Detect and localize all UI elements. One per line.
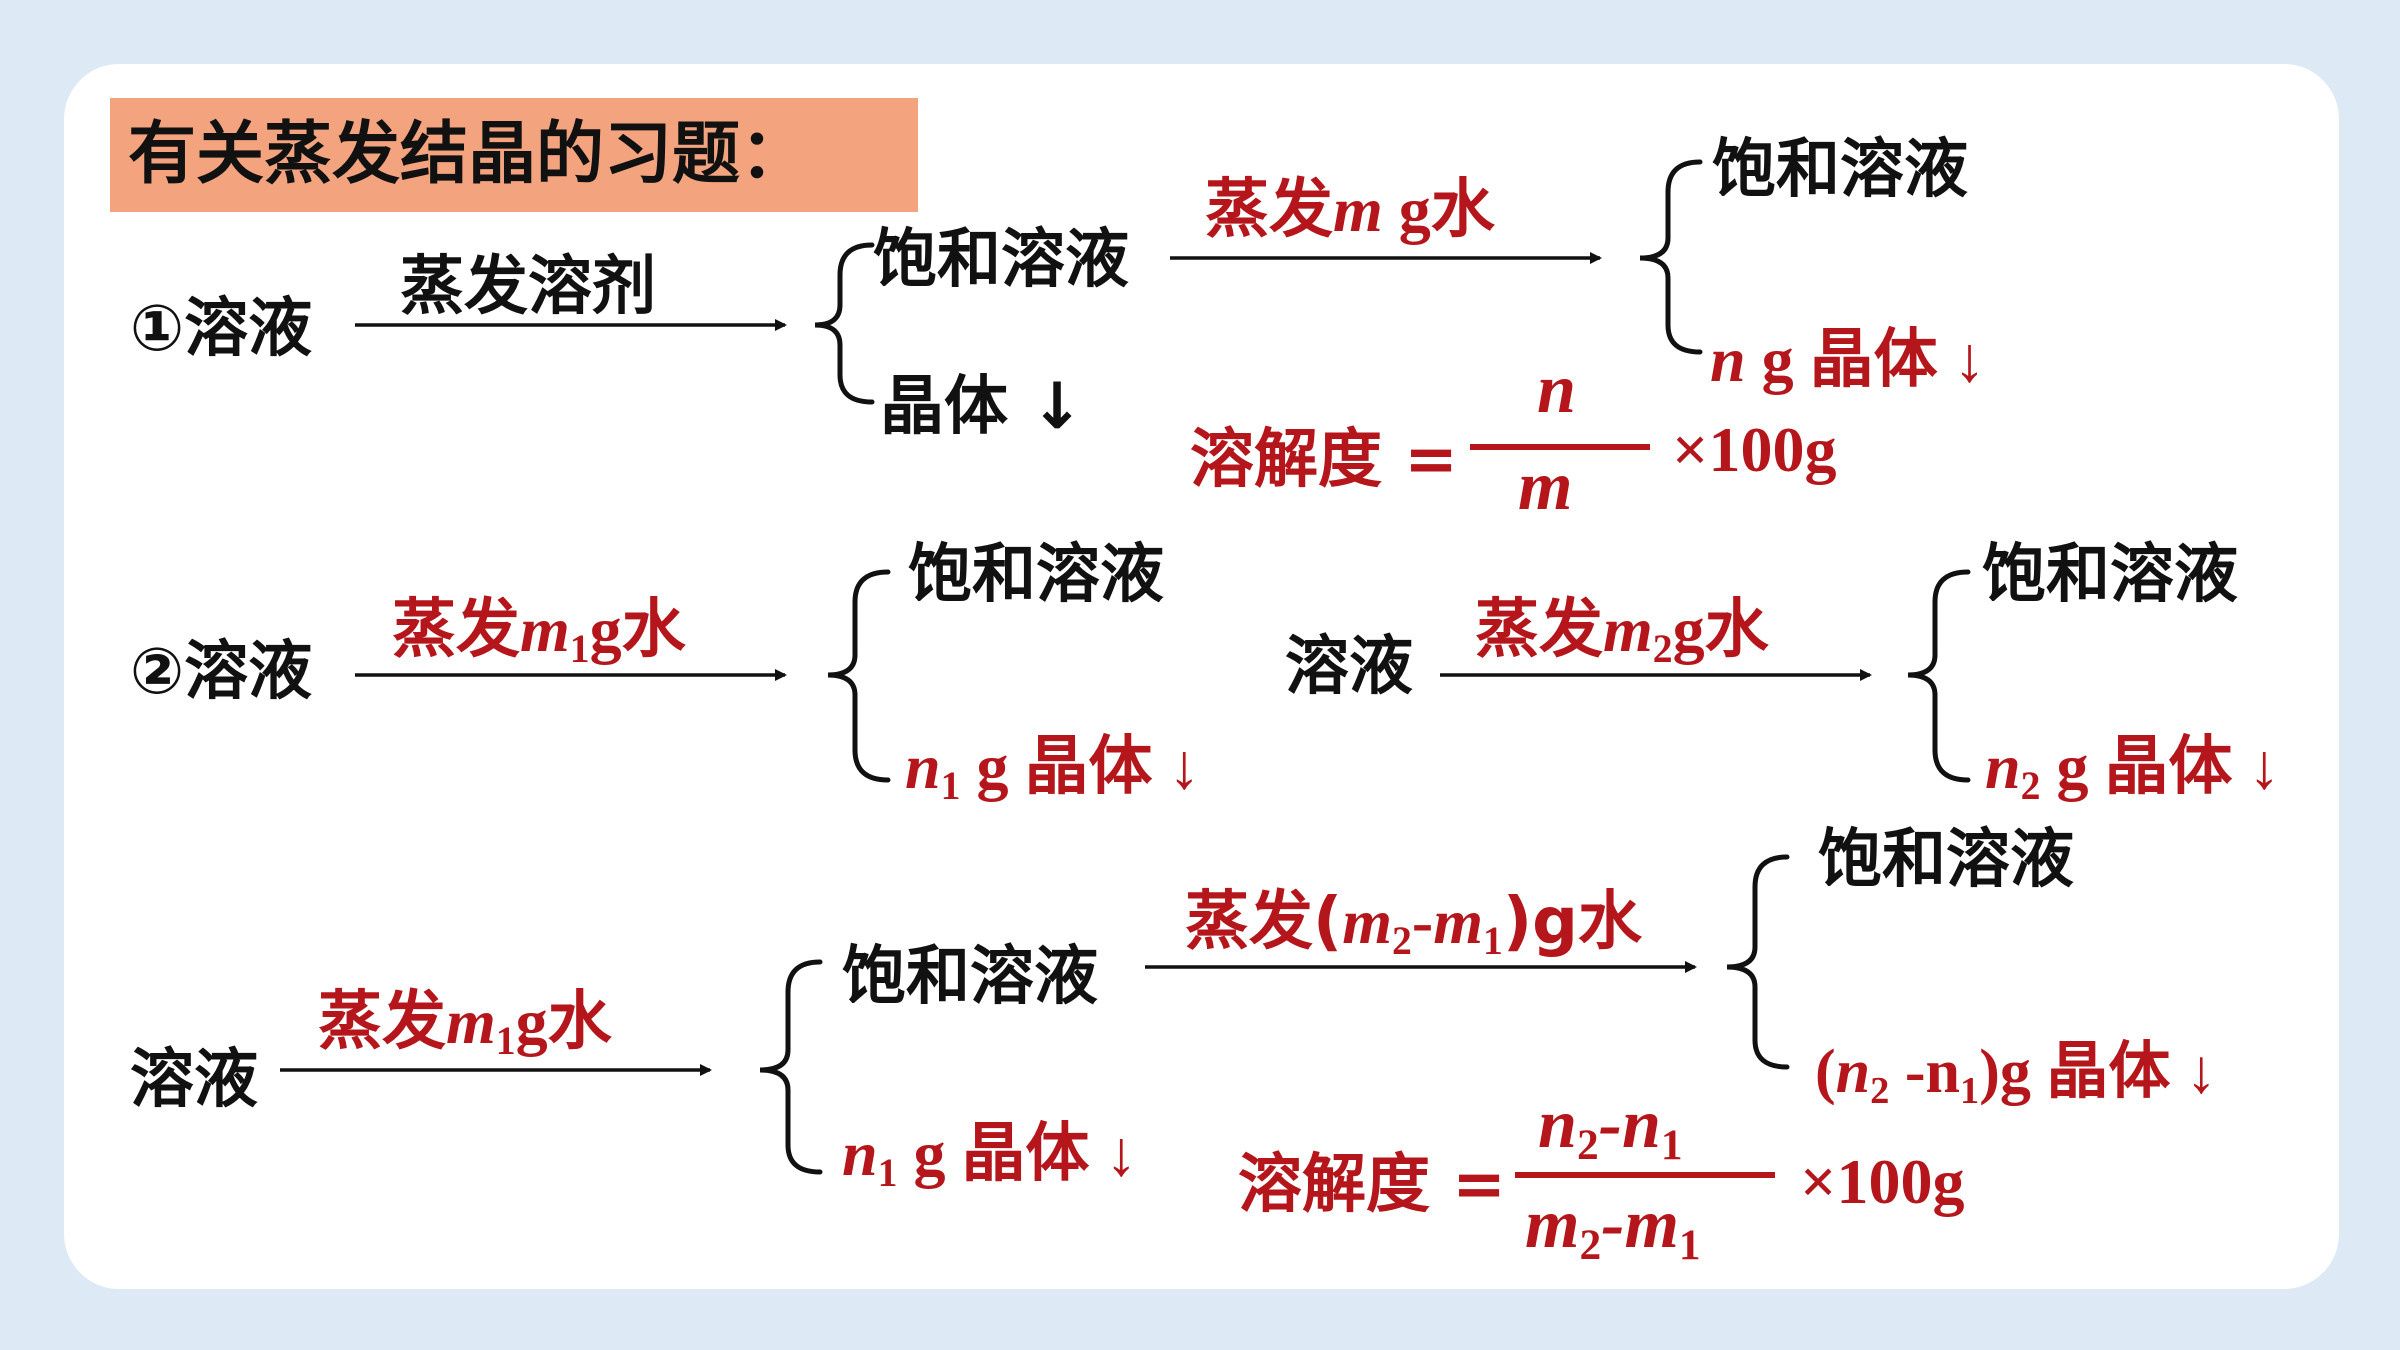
brace-s1-2 — [1639, 159, 1703, 355]
s3-branch2-top: 饱和溶液 — [1818, 823, 2074, 897]
s1-label: ①溶液 — [130, 292, 313, 366]
s1-arrow2-label: 蒸发m g水 — [1205, 173, 1495, 247]
page-title: 有关蒸发结晶的习题： — [128, 115, 809, 194]
s3-arrow2-label: 蒸发(m2-m1)g水 — [1185, 885, 1642, 964]
s2-arrow2-label: 蒸发m2g水 — [1475, 593, 1769, 672]
s2-arrow1-label: 蒸发m1g水 — [392, 593, 686, 672]
s3-branch2-bottom: (n2 -n1)g 晶体 ↓ — [1815, 1038, 2217, 1112]
s1-branch2-bottom: n g 晶体 ↓ — [1710, 324, 1986, 395]
s3-branch1-top: 饱和溶液 — [842, 940, 1098, 1014]
s2-branch2-top: 饱和溶液 — [1982, 538, 2238, 612]
s3-branch1-bottom: n1 g 晶体 ↓ — [842, 1118, 1138, 1196]
s1-formula-label: 溶解度 = — [1190, 423, 1458, 497]
s2-branch1-bottom: n1 g 晶体 ↓ — [905, 731, 1201, 809]
s3-arrow1-label: 蒸发m1g水 — [318, 985, 612, 1064]
s1-branch1-top: 饱和溶液 — [873, 223, 1129, 297]
s2-branch2-bottom: n2 g 晶体 ↓ — [1985, 731, 2281, 809]
s3-formula-numerator: n2-n1 — [1538, 1086, 1683, 1170]
s1-formula-denominator: m — [1518, 448, 1573, 525]
title-highlight — [110, 98, 918, 212]
s3-label: 溶液 — [130, 1043, 258, 1117]
s1-arrow1-label: 蒸发溶剂 — [400, 250, 656, 324]
s1-formula-numerator: n — [1537, 351, 1576, 428]
s2-label: ②溶液 — [130, 635, 313, 709]
s1-branch2-top: 饱和溶液 — [1712, 133, 1968, 207]
s3-formula-label: 溶解度 = — [1238, 1148, 1506, 1222]
s3-formula-multiplier: ×100g — [1800, 1146, 1965, 1217]
s1-branch1-bottom: 晶体 ↓ — [880, 370, 1084, 444]
s1-formula-multiplier: ×100g — [1672, 414, 1837, 485]
brace-s2-1 — [827, 569, 891, 783]
brace-s1-1 — [814, 242, 875, 405]
s2-label-right: 溶液 — [1285, 630, 1413, 704]
brace-s3-2 — [1726, 854, 1790, 1070]
brace-s2-2 — [1907, 569, 1971, 783]
s3-formula-denominator: m2-m1 — [1525, 1186, 1701, 1270]
brace-s3-1 — [759, 959, 823, 1175]
s2-branch1-top: 饱和溶液 — [908, 538, 1164, 612]
